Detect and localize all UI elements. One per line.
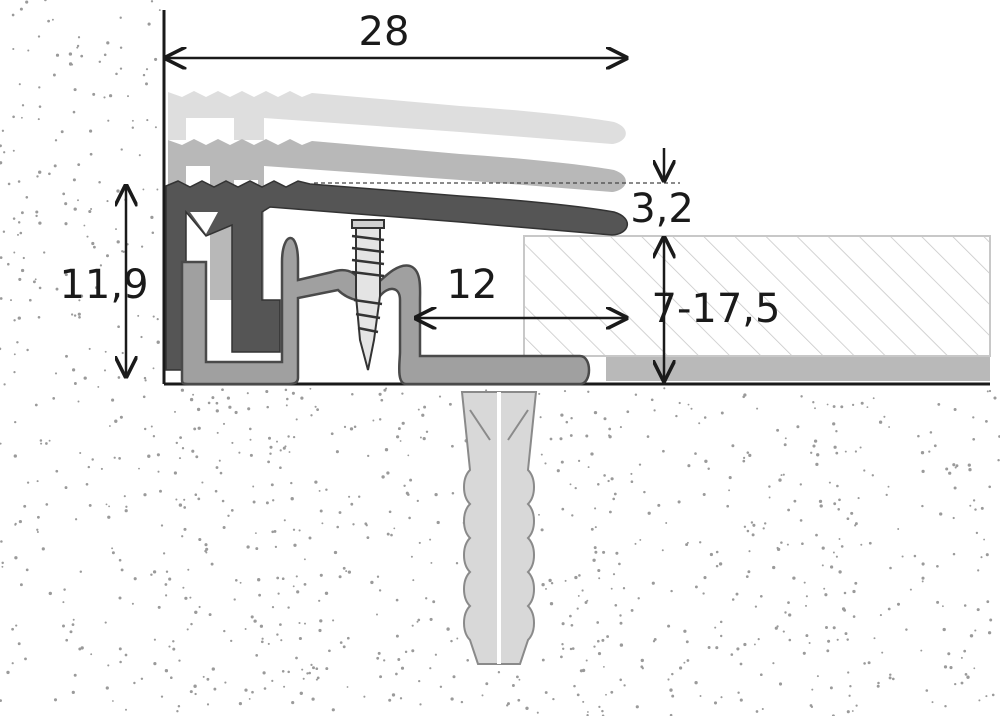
base-rail-profile: [180, 236, 591, 386]
dimension-overlap-label: 12: [447, 262, 498, 308]
profile-middle-mid: [168, 139, 626, 300]
dimension-width-label: 28: [359, 9, 410, 55]
dimension-width: 28: [166, 9, 626, 58]
dimension-overlap: 12: [416, 262, 626, 318]
floor-covering: [523, 235, 991, 357]
dimension-floor-range: 7-17,5: [652, 238, 781, 380]
screw-icon: [351, 219, 385, 371]
dimension-height-label: 11,9: [59, 262, 148, 308]
wall-plug-icon: [460, 391, 538, 665]
profile-upper-light: [168, 91, 626, 144]
dimension-lip-label: 3,2: [630, 186, 694, 232]
dimension-lip: 3,2: [630, 148, 694, 232]
dimension-floor-range-label: 7-17,5: [652, 286, 781, 332]
dimension-height: 11,9: [59, 186, 149, 376]
profile-lower-dark: [165, 180, 628, 371]
